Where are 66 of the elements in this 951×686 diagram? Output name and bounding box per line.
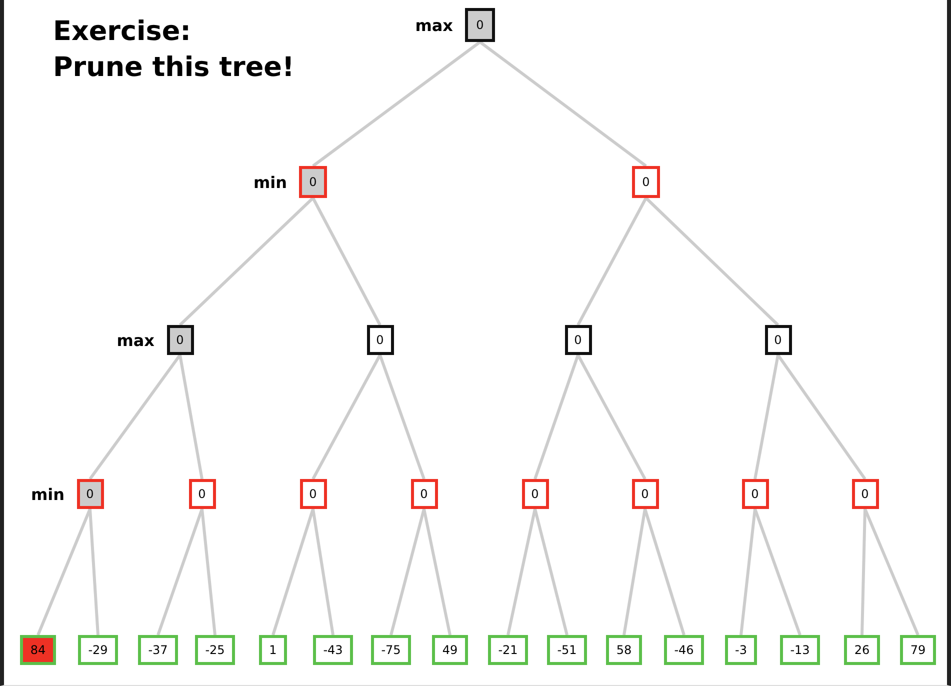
leaf-value-box: 58	[606, 635, 642, 665]
leaf-value-box: 49	[432, 635, 468, 665]
tree-edge	[534, 354, 580, 480]
tree-edge	[422, 508, 452, 636]
leaf-value-box: -29	[78, 635, 118, 665]
tree-node-box: 0	[465, 8, 495, 42]
level-label: min	[30, 484, 64, 506]
tree-node-box: 0	[522, 479, 548, 509]
leaf-value-box: -51	[547, 635, 587, 665]
tree-node-box: 0	[76, 479, 104, 509]
leaf-value-box: 79	[900, 635, 936, 665]
tree-edge	[479, 40, 647, 168]
leaf-value-box: -75	[371, 635, 411, 665]
tree-edge	[860, 508, 866, 636]
level-label: max	[414, 15, 453, 37]
title: Exercise: Prune this tree!	[53, 15, 294, 85]
tree-edge	[754, 508, 802, 636]
tree-edge	[378, 354, 426, 480]
tree-node-box: 0	[852, 479, 878, 509]
leaf-value-box: -46	[664, 635, 704, 665]
tree-node-box: 0	[632, 479, 658, 509]
tree-edge	[534, 508, 568, 636]
tree-edge	[156, 508, 204, 636]
tree-node-box: 0	[166, 325, 194, 355]
tree-edge	[36, 508, 92, 636]
tree-edge	[754, 354, 780, 480]
leaf-value-box: -13	[780, 635, 820, 665]
tree-edge	[390, 508, 426, 636]
tree-node-box: 0	[632, 166, 660, 198]
level-label: max	[116, 330, 154, 352]
tree-edge	[740, 508, 756, 636]
tree-edge	[644, 196, 780, 326]
tree-edge	[178, 196, 314, 326]
tree-edge	[312, 354, 382, 480]
tree-edge	[88, 508, 100, 636]
tree-node-box: 0	[188, 479, 216, 509]
tree-node-box: 0	[366, 325, 394, 355]
tree-edge	[644, 508, 686, 636]
tree-edge	[506, 508, 536, 636]
tree-edge	[312, 508, 334, 636]
tree-node-box: 0	[742, 479, 768, 509]
tree-edge	[200, 508, 216, 636]
leaf-value-box: 26	[844, 635, 880, 665]
leaf-value-box: -3	[725, 635, 757, 665]
leaf-value-box: 84	[20, 635, 56, 665]
leaf-value-box: -37	[138, 635, 178, 665]
tree-edge	[864, 508, 920, 636]
tree-edge	[88, 354, 182, 480]
leaf-value-box: -25	[195, 635, 235, 665]
tree-node-box: 0	[299, 166, 327, 198]
tree-edge	[312, 40, 481, 168]
tree-node-box: 0	[764, 325, 792, 355]
tree-node-box: 0	[410, 479, 438, 509]
tree-edge	[178, 354, 204, 480]
leaf-value-box: -21	[488, 635, 528, 665]
tree-edge	[576, 354, 646, 480]
tree-node-box: 0	[300, 479, 326, 509]
level-label: min	[252, 172, 287, 194]
leaf-value-box: -43	[313, 635, 353, 665]
tree-edge	[776, 354, 866, 480]
tree-node-box: 0	[564, 325, 592, 355]
tree-edge	[622, 508, 646, 636]
tree-edge	[272, 508, 314, 636]
leaf-value-box: 1	[259, 635, 287, 665]
tree-edge	[312, 197, 382, 326]
tree-edge	[576, 197, 648, 326]
